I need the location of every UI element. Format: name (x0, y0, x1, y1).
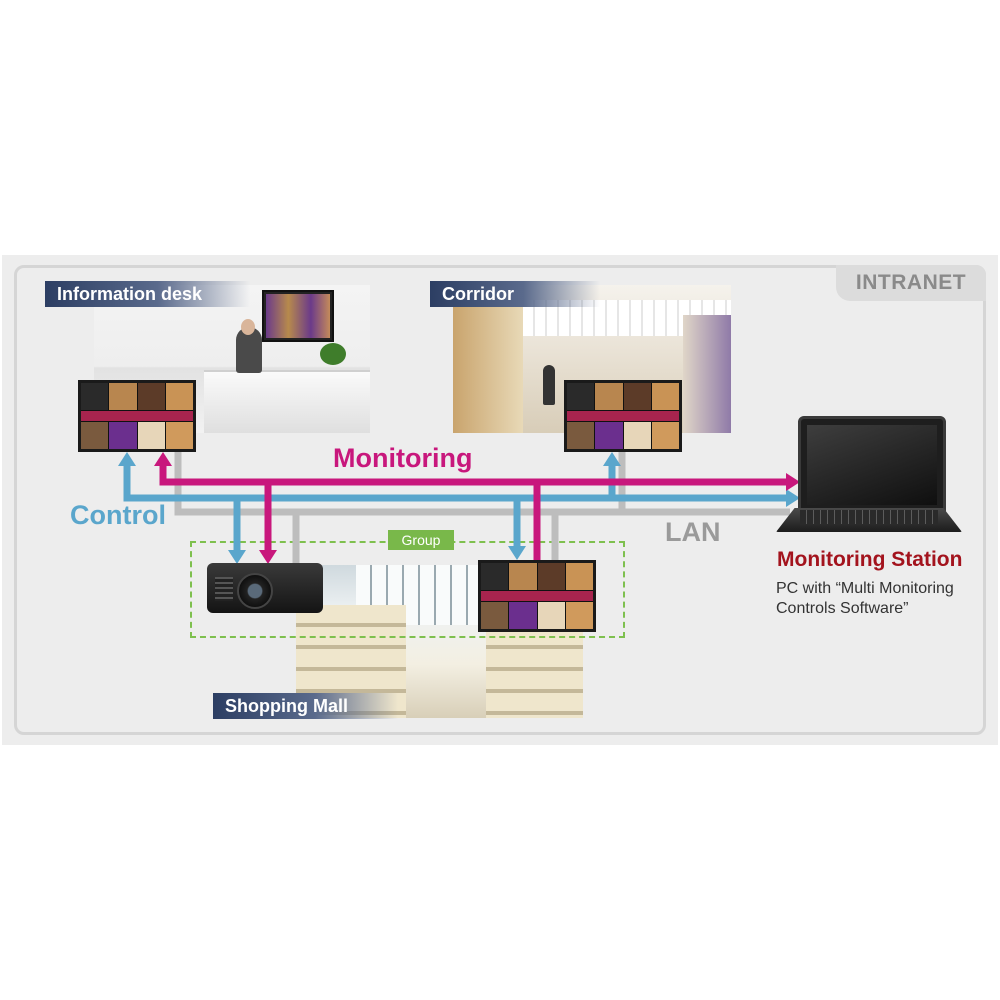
monitoring-line-main (159, 462, 790, 486)
control-label: Control (70, 500, 166, 530)
control-arrowheads (118, 452, 800, 564)
projector (207, 563, 323, 613)
monitoring-arrow-info (154, 452, 172, 466)
control-arrow-info (118, 452, 136, 466)
corridor-left-shop (453, 300, 523, 433)
laptop-keyboard (800, 510, 938, 524)
lan-label: LAN (665, 517, 721, 547)
laptop-screen (798, 416, 946, 514)
control-arrow-corridor (603, 452, 621, 466)
info-desk-display (78, 380, 196, 452)
monitoring-station-title: Monitoring Station (777, 548, 963, 571)
intranet-border (14, 265, 986, 735)
monitoring-station-desc-2: Controls Software” (776, 600, 909, 617)
monitoring-arrow-projector (259, 550, 277, 564)
projector-lens (237, 573, 273, 609)
shopping-mall-label: Shopping Mall (213, 693, 398, 719)
lan-line-main (174, 452, 790, 516)
plant (320, 343, 346, 365)
group-label: Group (388, 530, 454, 550)
monitoring-lines (159, 462, 790, 560)
control-line-main (123, 462, 790, 502)
control-arrow-mall (508, 546, 526, 560)
receptionist-head (241, 319, 255, 335)
corridor-display (564, 380, 682, 452)
corridor-right-shop (683, 315, 731, 433)
monitoring-station-desc-1: PC with “Multi Monitoring (776, 580, 954, 597)
shopper (543, 365, 555, 405)
projector-vent (215, 577, 233, 601)
control-arrow-station (786, 489, 800, 507)
monitoring-arrowheads (154, 452, 800, 564)
information-desk-label: Information desk (45, 281, 250, 307)
reception-desk (204, 370, 370, 433)
intranet-label: INTRANET (836, 265, 986, 301)
mall-display (478, 560, 596, 632)
corridor-label: Corridor (430, 281, 600, 307)
wall-screen (262, 290, 334, 342)
control-arrow-projector (228, 550, 246, 564)
monitoring-arrow-station (786, 473, 800, 491)
monitoring-label: Monitoring (333, 443, 473, 473)
